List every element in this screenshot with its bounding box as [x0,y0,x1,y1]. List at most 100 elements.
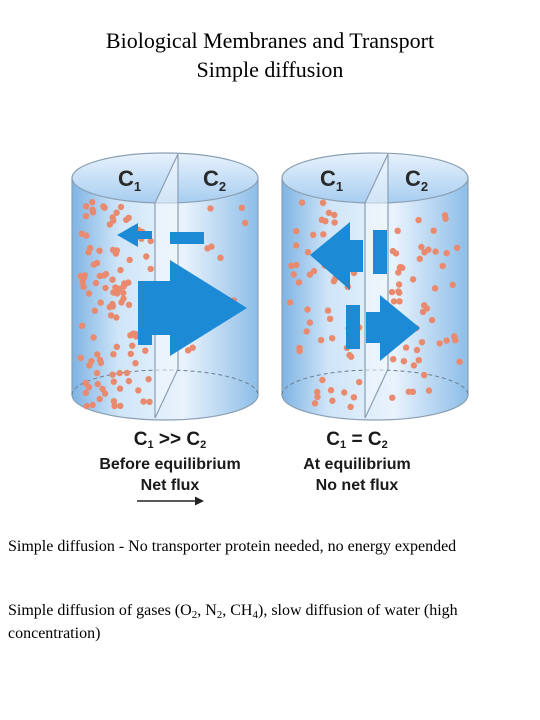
solute-particle [106,303,113,311]
solute-particle [80,283,87,291]
solute-particle [111,402,118,410]
solute-particle [238,204,246,211]
solute-particle [107,312,115,319]
solute-particle [303,328,310,335]
solute-particle [331,219,338,226]
solute-particle [121,280,128,287]
solute-particle [110,398,118,405]
relation-symbol: = [351,429,363,450]
solute-particle [135,387,142,394]
chamber-letter: C [320,166,336,191]
solute-particle [443,249,450,257]
solute-particle [129,342,136,349]
solute-particle [91,307,98,314]
solute-particle [146,398,153,405]
solute-particle [142,347,149,354]
solute-particle [116,369,123,377]
solute-particle [127,350,134,358]
solute-particle [293,261,300,269]
c-letter: C [367,429,382,450]
solute-particle [405,388,412,395]
solute-particle [123,369,131,377]
title-line-1: Biological Membranes and Transport [105,28,435,53]
caption-before-equilibrium: C1 >> C2 Before equilibrium Net flux [70,428,270,496]
solute-particle [421,371,428,379]
flux-label: Net flux [140,477,200,494]
solute-particle [402,344,410,351]
solute-particle [96,247,103,254]
text-part: , CH [222,602,253,619]
solute-particle [428,316,436,324]
solute-particle [394,227,401,234]
solute-particle [329,335,336,342]
solute-particle [425,246,432,253]
solute-particle [442,215,449,222]
solute-particle [395,288,402,295]
solute-particle [350,394,358,401]
solute-particle [106,221,114,228]
solute-particle [143,253,150,260]
solute-particle [140,398,147,405]
solute-particle [400,358,408,365]
solute-particle [396,298,403,305]
solute-particle [82,212,90,220]
c-letter: C [133,429,148,450]
solute-particle [97,299,104,306]
solute-particle [110,378,117,385]
solute-particle [425,387,433,394]
solute-particle [389,394,396,401]
state-label: At equilibrium [303,456,411,473]
subscript: 2 [191,609,198,621]
solute-particle [306,319,314,326]
solute-particle [82,389,90,396]
chamber-letter: C [118,166,134,191]
solute-particle [418,243,425,251]
chamber-label-c2: C2 [203,166,226,194]
solute-particle [117,203,125,211]
solute-particle [92,279,100,287]
solute-particle [290,271,297,278]
chamber-letter: C [203,166,219,191]
solute-particle [112,250,120,257]
solute-particle [415,357,422,364]
solute-particle [409,276,417,283]
solute-particle [431,285,439,292]
solute-particle [93,369,101,377]
solute-particle [110,351,117,358]
cylinder-before-equilibrium: C1 C2 [71,152,259,421]
solute-particle [416,255,423,262]
flux-bar-icon [373,230,387,274]
diffusion-diagram: C1 C2 C1 C2 [71,152,469,421]
solute-particle [296,344,303,352]
solute-particle [109,214,116,221]
solute-particle [83,232,90,239]
flux-bar-icon [346,305,360,349]
chamber-label-c2: C2 [405,166,428,194]
solute-particle [189,344,196,351]
solute-particle [443,337,450,344]
solute-particle [453,244,461,251]
solute-particle [392,250,400,257]
flux-bar-icon [170,232,204,244]
solute-particle [395,269,402,276]
solute-particle [79,322,86,329]
c-sub: 1 [147,439,154,451]
arrow-right-icon [366,295,420,361]
arrow-left-icon [310,222,363,290]
solute-particle [96,356,104,364]
solute-particle [309,231,317,238]
solute-particle [298,199,306,206]
solute-particle [388,288,396,296]
solute-particle [341,389,348,396]
solute-particle [419,308,427,316]
concentration-relation: C1 >> C2 [70,428,270,454]
solute-particle [125,301,133,308]
solute-particle [117,266,124,274]
solute-particle [125,377,133,385]
chamber-sub: 2 [421,179,428,194]
solute-particle [319,199,327,206]
solute-particle [89,206,96,213]
solute-particle [432,248,439,255]
solute-particle [217,254,224,261]
